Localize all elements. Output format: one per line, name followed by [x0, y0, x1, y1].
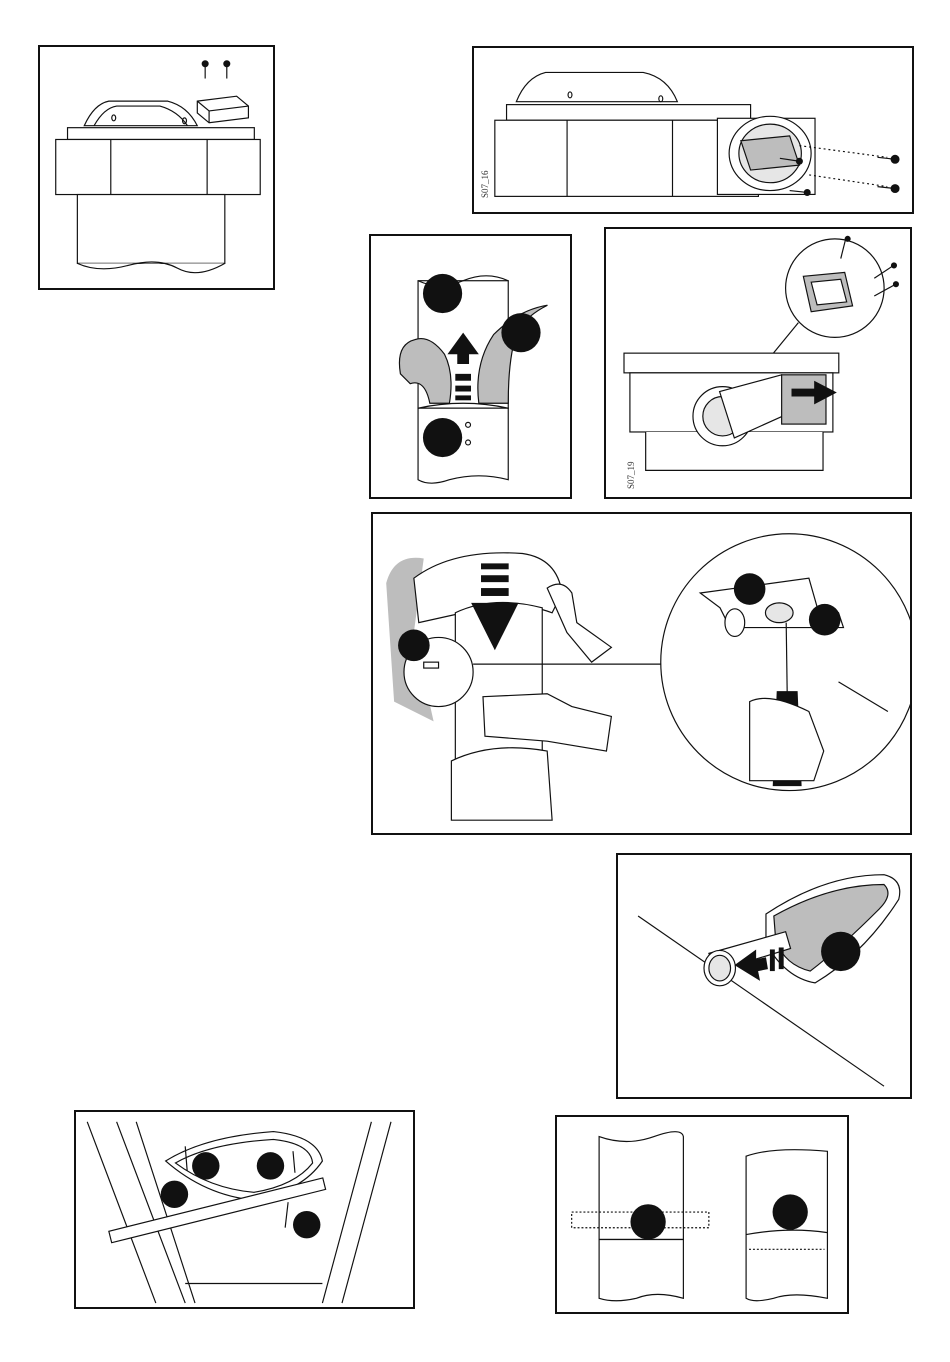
figure-7-drawing: [76, 1112, 413, 1307]
step-marker-2: [773, 1194, 808, 1229]
figure-4-reference-code: S07_19: [626, 461, 636, 489]
step-marker-1: [423, 274, 462, 313]
figure-7-ceiling-mount: [74, 1110, 415, 1309]
step-marker-3: [161, 1181, 188, 1208]
step-marker-3: [809, 604, 841, 636]
screw-icon: [202, 61, 230, 79]
step-marker-4: [293, 1211, 320, 1238]
figure-2-flange-adapter: S07_16: [472, 46, 914, 214]
figure-6-fixing-plate: [616, 853, 912, 1099]
figure-3-chimney-sleeve: [369, 234, 572, 499]
step-marker-3: [423, 418, 462, 457]
figure-1-hood-mounting: [38, 45, 275, 290]
figure-4-drawing: [606, 229, 910, 497]
figure-2-drawing: [474, 48, 912, 212]
figure-4-flange-detail: S07_19: [604, 227, 912, 499]
step-marker-1: [821, 932, 860, 971]
figure-5-drawing: [373, 514, 910, 833]
step-marker-2: [501, 313, 540, 352]
step-marker-1: [192, 1152, 219, 1179]
figure-8-chimney-sections: [555, 1115, 849, 1314]
figure-2-reference-code: S07_16: [480, 170, 490, 198]
figure-6-drawing: [618, 855, 910, 1097]
step-marker-1: [398, 630, 430, 662]
figure-1-drawing: [40, 47, 273, 288]
step-marker-2: [734, 573, 766, 605]
figure-3-drawing: [371, 236, 570, 497]
figure-5-chimney-install: [371, 512, 912, 835]
figure-8-drawing: [557, 1117, 847, 1312]
step-marker-2: [257, 1152, 284, 1179]
step-marker-1: [630, 1204, 665, 1239]
